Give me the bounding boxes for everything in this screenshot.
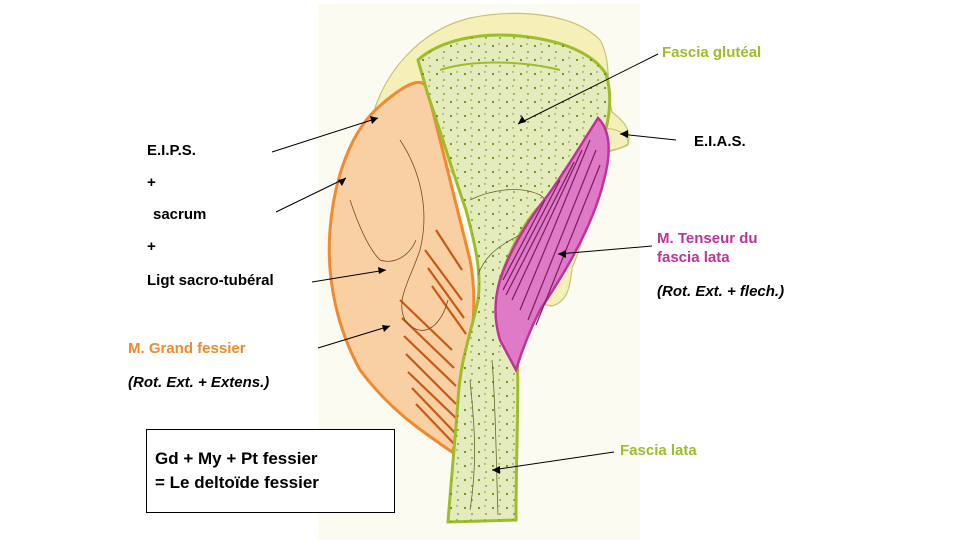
arrow-fascia-lata (492, 466, 500, 474)
summary-line-2: = Le deltoïde fessier (155, 473, 319, 492)
leader-fascia-lata (491, 451, 615, 471)
arrow-ligament (378, 267, 386, 274)
leader-fascia-gluteal (517, 53, 659, 125)
leader-ligament (311, 269, 387, 283)
tensor-fibers (502, 139, 601, 326)
arrow-fascia-gluteal (518, 116, 526, 124)
arrow-tenseur (558, 250, 566, 258)
arrow-grand-fessier (382, 325, 390, 332)
fascia-top-contour (439, 61, 561, 71)
arrow-eias (620, 130, 628, 138)
leader-lines (271, 53, 677, 471)
label-plus-2: + (147, 238, 156, 255)
label-grand-fessier-action: (Rot. Ext. + Extens.) (128, 374, 270, 391)
arrow-eips (370, 116, 378, 124)
label-tenseur-action: (Rot. Ext. + flech.) (657, 283, 785, 300)
leader-sacrum (275, 177, 347, 213)
label-grand-fessier: M. Grand fessier (128, 340, 246, 357)
gluteus-inner-contour (399, 139, 449, 331)
label-fascia-gluteal: Fascia glutéal (662, 44, 762, 61)
label-ligament: Ligt sacro-tubéral (147, 272, 274, 289)
label-tenseur-line1: M. Tenseur du (657, 230, 758, 247)
leader-grand-fessier (317, 325, 391, 349)
label-eips: E.I.P.S. (147, 142, 196, 159)
label-fascia-lata: Fascia lata (620, 442, 697, 459)
summary-box: Gd + My + Pt fessier = Le deltoïde fessi… (146, 429, 395, 513)
arrow-sacrum (338, 178, 346, 186)
label-tenseur-line2: fascia lata (657, 249, 730, 266)
gluteus-inner-contour-2 (349, 199, 417, 262)
summary-line-1: Gd + My + Pt fessier (155, 449, 318, 468)
leader-eias (619, 133, 677, 141)
fascia-lata-inner-contour-2 (491, 359, 499, 516)
label-sacrum: sacrum (153, 206, 207, 223)
tensor-fasciae-latae-shape (494, 116, 610, 374)
leader-eips (271, 117, 379, 153)
fascia-dot-texture (418, 35, 610, 522)
label-eias: E.I.A.S. (694, 133, 746, 150)
leader-arrowheads (338, 116, 628, 474)
leader-tenseur (557, 245, 653, 255)
label-plus-1: + (147, 174, 156, 191)
gluteus-maximus-fibers (399, 229, 467, 449)
fascia-lata-inner-contour (469, 379, 476, 511)
